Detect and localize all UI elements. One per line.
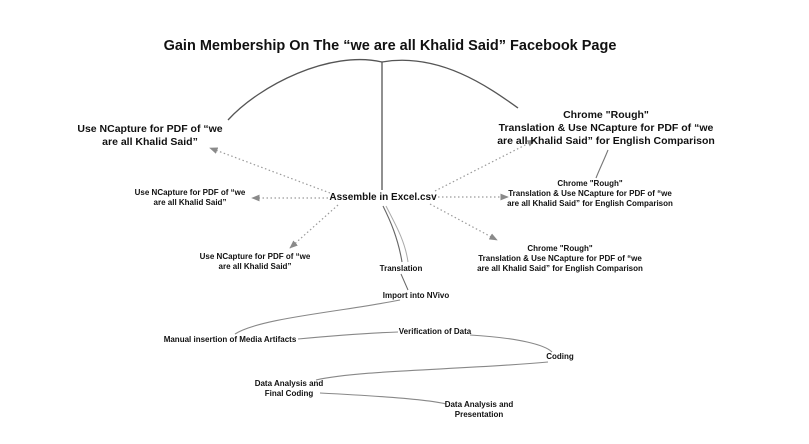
arrow-assemble-chrome-3 (429, 203, 498, 241)
node-ncapture-2: Use NCapture for PDF of “we are all Khal… (134, 188, 246, 207)
connector-translation-import (400, 273, 409, 291)
connector-title-chrome-main (381, 59, 519, 109)
node-manual-insertion: Manual insertion of Media Artifacts (163, 335, 297, 344)
node-analysis-presentation: Data Analysis and Presentation (444, 400, 514, 419)
connector-coding-analysis (315, 361, 549, 381)
diagram-title: Gain Membership On The “we are all Khali… (163, 38, 617, 54)
node-ncapture-3: Use NCapture for PDF of “we are all Khal… (199, 252, 311, 271)
node-coding: Coding (546, 352, 574, 361)
node-chrome-3: Chrome "Rough" Translation & Use NCaptur… (477, 244, 643, 273)
connector-chrome-main-chrome-2 (595, 149, 609, 179)
connector-analysis-presentation (319, 392, 447, 405)
node-ncapture-main: Use NCapture for PDF of “we are all Khal… (77, 123, 223, 149)
connector-title-ncapture-main (227, 58, 383, 121)
connector-manual-verification (297, 331, 399, 340)
node-translation: Translation (379, 264, 423, 273)
connector-assemble-translation-alt (385, 205, 409, 263)
connector-import-manual (234, 299, 401, 335)
node-verification: Verification of Data (398, 327, 472, 336)
connector-assemble-translation (382, 205, 403, 263)
node-assemble: Assemble in Excel.csv (329, 192, 437, 203)
arrow-assemble-ncapture-main (209, 147, 331, 194)
node-analysis-final: Data Analysis and Final Coding (254, 379, 324, 398)
node-chrome-main: Chrome "Rough" Translation & Use NCaptur… (497, 109, 715, 148)
node-chrome-2: Chrome "Rough" Translation & Use NCaptur… (507, 179, 673, 208)
arrow-assemble-ncapture-3 (289, 204, 339, 249)
node-import-nvivo: Import into NVivo (382, 291, 450, 300)
arrow-assemble-chrome-main (434, 139, 536, 192)
connector-verification-coding (469, 334, 553, 353)
